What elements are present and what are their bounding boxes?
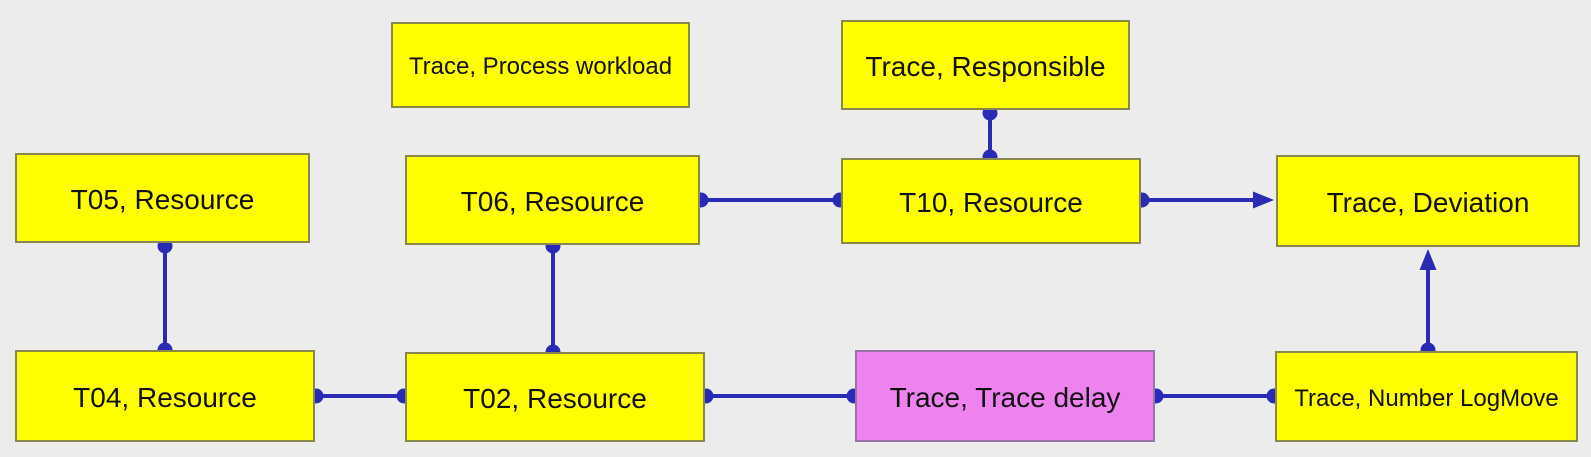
edge-tracedelay-logmove [1148,388,1282,404]
node-label: Trace, Process workload [408,53,673,81]
edge-t06-t02 [545,238,561,360]
node-trace-responsible[interactable]: Trace, Responsible [841,20,1130,110]
node-t05-resource[interactable]: T05, Resource [15,153,310,243]
node-trace-deviation[interactable]: Trace, Deviation [1276,155,1580,247]
node-label: T02, Resource [463,383,647,415]
edge-t10-deviation [1134,191,1274,209]
node-t10-resource[interactable]: T10, Resource [841,158,1141,244]
node-label: Trace, Trace delay [889,382,1121,414]
edge-t05-t04 [157,238,173,358]
node-label: T10, Resource [899,187,1083,219]
edge-t06-t10 [693,192,848,208]
node-label: Trace, Responsible [865,51,1106,83]
node-t06-resource[interactable]: T06, Resource [405,155,700,245]
edge-t02-tracedelay [698,388,862,404]
node-label: T05, Resource [70,184,255,216]
node-t02-resource[interactable]: T02, Resource [405,352,705,442]
edge-logmove-deviation [1419,249,1437,358]
node-trace-number-logmove[interactable]: Trace, Number LogMove [1275,351,1578,442]
node-trace-process-workload[interactable]: Trace, Process workload [391,22,690,108]
node-label: Trace, Deviation [1326,187,1530,219]
node-t04-resource[interactable]: T04, Resource [15,350,315,442]
arrowhead-icon [1419,249,1437,270]
node-label: Trace, Number LogMove [1294,384,1559,412]
arrowhead-icon [1253,191,1274,209]
edge-t04-t02 [308,388,412,404]
node-label: T04, Resource [73,382,257,414]
node-trace-trace-delay[interactable]: Trace, Trace delay [855,350,1155,442]
edge-responsible-t10 [982,105,998,165]
node-label: T06, Resource [460,186,645,218]
